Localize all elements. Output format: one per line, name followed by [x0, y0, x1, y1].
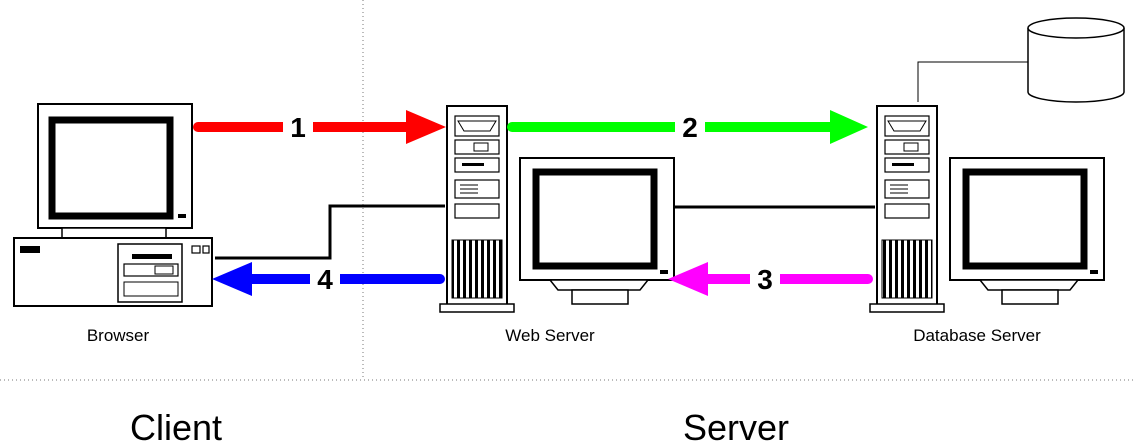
web-server-tower-icon	[439, 105, 515, 313]
database-icon	[1027, 17, 1125, 103]
arrow-3-label: 3	[757, 264, 773, 295]
network-cables	[215, 204, 875, 260]
client-zone-label: Client	[130, 407, 222, 447]
web-server-monitor-icon	[519, 157, 675, 305]
server-zone-label: Server	[683, 407, 789, 447]
arrow-4-label: 4	[317, 264, 333, 295]
arrow-2-label: 2	[682, 112, 698, 143]
browser-label: Browser	[87, 326, 150, 345]
arrow-3: 3	[668, 262, 873, 296]
browser-computer-icon	[13, 103, 213, 307]
arrow-4: 4	[212, 262, 445, 296]
web-server-label: Web Server	[505, 326, 595, 345]
database-cable	[917, 61, 1028, 102]
database-server-label: Database Server	[913, 326, 1041, 345]
database-server-monitor-icon	[949, 157, 1105, 305]
arrow-1-label: 1	[290, 112, 306, 143]
arrow-2: 2	[507, 110, 868, 144]
database-server-tower-icon	[869, 105, 945, 313]
arrow-1: 1	[193, 110, 446, 144]
